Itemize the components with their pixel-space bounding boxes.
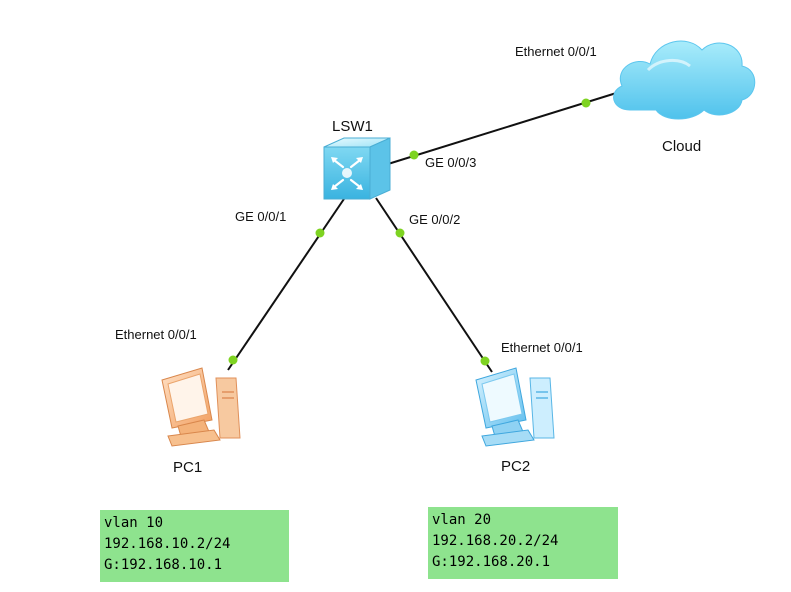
note-ip: 192.168.20.2/24	[432, 533, 559, 549]
port-label-switch-ge2: GE 0/0/2	[409, 212, 461, 227]
port-label-pc2-eth: Ethernet 0/0/1	[501, 340, 583, 355]
device-name-pc2: PC2	[501, 458, 531, 475]
link-switch-cloud[interactable]	[387, 89, 627, 165]
link-switch-pc2[interactable]	[375, 197, 493, 373]
port-label-cloud-eth: Ethernet 0/0/1	[515, 44, 597, 59]
pc-icon[interactable]	[475, 367, 555, 447]
pc-icon[interactable]	[161, 367, 241, 447]
cloud-icon[interactable]	[613, 40, 756, 120]
port-dot-switch-ge3[interactable]	[409, 150, 419, 160]
port-dot-cloud-eth[interactable]	[581, 98, 591, 108]
port-dot-switch-ge2[interactable]	[395, 228, 405, 238]
port-label-switch-ge3: GE 0/0/3	[425, 155, 477, 170]
device-name-switch: LSW1	[332, 118, 373, 135]
link-switch-pc1[interactable]	[227, 195, 347, 371]
port-dot-switch-ge1[interactable]	[315, 228, 325, 238]
port-label-switch-ge1: GE 0/0/1	[235, 209, 287, 224]
config-note-pc2: vlan 20 192.168.20.2/24 G:192.168.20.1	[428, 507, 618, 579]
port-dot-pc1-eth[interactable]	[228, 355, 238, 365]
config-note-pc1: vlan 10 192.168.10.2/24 G:192.168.10.1	[100, 510, 289, 582]
port-dot-pc2-eth[interactable]	[480, 356, 490, 366]
note-gateway: G:192.168.20.1	[432, 554, 551, 570]
note-gateway: G:192.168.10.1	[104, 557, 223, 573]
switch-icon[interactable]	[323, 137, 391, 200]
device-name-pc1: PC1	[173, 459, 203, 476]
port-label-pc1-eth: Ethernet 0/0/1	[115, 327, 197, 342]
device-name-cloud: Cloud	[662, 138, 702, 155]
note-vlan: vlan 20	[432, 512, 492, 528]
note-ip: 192.168.10.2/24	[104, 536, 231, 552]
note-vlan: vlan 10	[104, 515, 164, 531]
